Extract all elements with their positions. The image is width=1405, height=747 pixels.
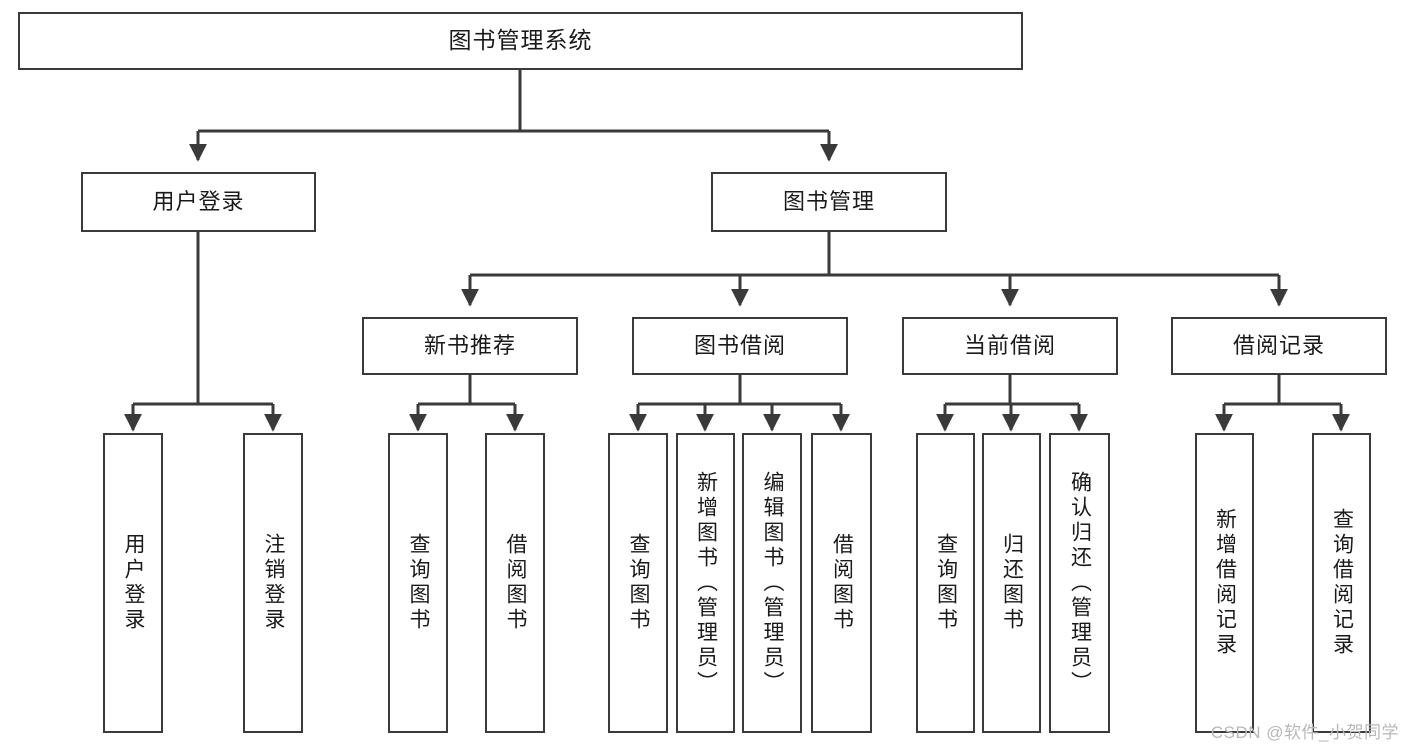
- node-current-borrow[interactable]: 当前借阅: [902, 317, 1118, 375]
- leaf-return-book[interactable]: 归还图书: [982, 433, 1041, 733]
- leaf-borrow-book-recommend[interactable]: 借阅图书: [485, 433, 545, 733]
- leaf-query-borrow-record[interactable]: 查询借阅记录: [1312, 433, 1371, 733]
- leaf-query-book-recommend[interactable]: 查询图书: [388, 433, 448, 733]
- leaf-add-book-admin[interactable]: 新增图书（管理员）: [676, 433, 735, 733]
- leaf-query-book-borrow[interactable]: 查询图书: [608, 433, 668, 733]
- node-user-login[interactable]: 用户登录: [81, 172, 316, 232]
- node-root-system[interactable]: 图书管理系统: [18, 12, 1023, 70]
- node-borrow-record[interactable]: 借阅记录: [1171, 317, 1387, 375]
- leaf-borrow-book-borrow[interactable]: 借阅图书: [811, 433, 872, 733]
- leaf-confirm-return-admin[interactable]: 确认归还（管理员）: [1049, 433, 1110, 733]
- leaf-query-book-current[interactable]: 查询图书: [916, 433, 975, 733]
- leaf-user-logout[interactable]: 注销登录: [243, 433, 303, 733]
- leaf-user-login[interactable]: 用户登录: [103, 433, 163, 733]
- leaf-edit-book-admin[interactable]: 编辑图书（管理员）: [742, 433, 802, 733]
- node-new-book-recommend[interactable]: 新书推荐: [362, 317, 578, 375]
- leaf-add-borrow-record[interactable]: 新增借阅记录: [1195, 433, 1254, 733]
- node-book-manage[interactable]: 图书管理: [711, 172, 947, 232]
- csdn-watermark: CSDN @软件_小贺同学: [1210, 723, 1399, 742]
- node-book-borrow[interactable]: 图书借阅: [632, 317, 848, 375]
